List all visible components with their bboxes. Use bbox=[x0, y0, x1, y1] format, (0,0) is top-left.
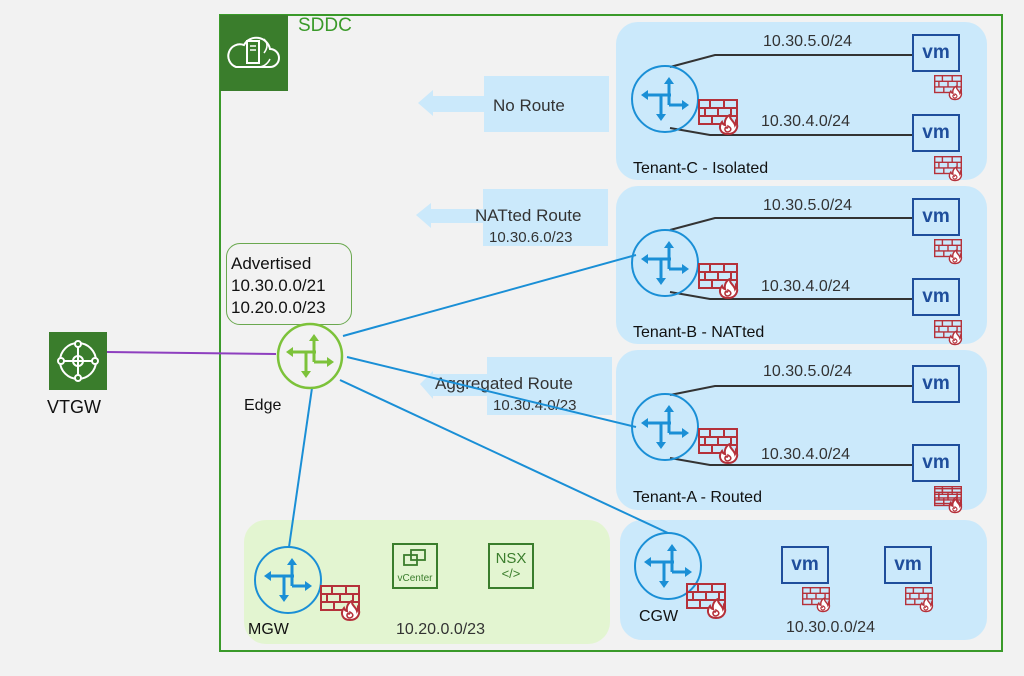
tenant-c-segment: 10.30.4.0/24 bbox=[761, 113, 850, 130]
firewall-icon bbox=[686, 583, 727, 620]
vcenter-icon: vCenter bbox=[397, 549, 433, 584]
tenant-a-segment: 10.30.4.0/24 bbox=[761, 446, 850, 463]
advertised-route: 10.30.0.0/21 bbox=[231, 276, 326, 295]
vm-node[interactable]: vm bbox=[912, 114, 960, 152]
tenant-c-seg-2 bbox=[669, 127, 912, 136]
tenant-a-seg-2 bbox=[669, 457, 912, 466]
vm-node[interactable]: vm bbox=[912, 365, 960, 403]
vm-firewall-icon bbox=[934, 320, 963, 346]
nsx-node[interactable]: NSX </> bbox=[488, 543, 534, 589]
code-icon: </> bbox=[501, 566, 521, 581]
firewall-icon bbox=[698, 99, 739, 136]
firewall-icon bbox=[698, 263, 739, 300]
edge-mgw-link bbox=[288, 387, 313, 548]
natted-route-arrow bbox=[416, 189, 608, 246]
vtgw-edge-link bbox=[106, 351, 277, 355]
tenant-b-zone bbox=[616, 186, 987, 344]
edge-router-icon[interactable] bbox=[276, 322, 346, 392]
advertised-route: 10.20.0.0/23 bbox=[231, 298, 326, 317]
mgw-cidr: 10.20.0.0/23 bbox=[396, 621, 485, 638]
tenant-a-router-icon[interactable] bbox=[631, 393, 701, 463]
cgw-router-icon[interactable] bbox=[634, 532, 704, 602]
tenant-a-zone bbox=[616, 350, 987, 510]
transit-gateway-icon bbox=[57, 340, 99, 382]
no-route-label: No Route bbox=[493, 96, 565, 115]
vm-node[interactable]: vm bbox=[884, 546, 932, 584]
mgw-label: MGW bbox=[248, 621, 289, 638]
vm-node[interactable]: vm bbox=[912, 34, 960, 72]
natted-route-cidr: 10.30.6.0/23 bbox=[489, 229, 573, 246]
tenant-b-seg-1 bbox=[669, 217, 912, 231]
tenant-c-segment: 10.30.5.0/24 bbox=[763, 33, 852, 50]
sddc-boundary bbox=[219, 14, 1003, 652]
tenant-b-segment: 10.30.4.0/24 bbox=[761, 278, 850, 295]
tenant-b-label: Tenant-B - NATted bbox=[633, 324, 765, 341]
vm-firewall-icon bbox=[934, 156, 963, 182]
tenant-c-seg-1 bbox=[669, 54, 912, 68]
edge-label: Edge bbox=[244, 397, 282, 414]
vtgw-label: VTGW bbox=[47, 397, 101, 417]
tenant-c-label: Tenant-C - Isolated bbox=[633, 160, 769, 177]
tenant-b-router-icon[interactable] bbox=[631, 229, 701, 299]
tenant-a-label: Tenant-A - Routed bbox=[633, 489, 762, 506]
tenant-b-seg-2 bbox=[669, 291, 912, 300]
svg-text:vCenter: vCenter bbox=[397, 573, 433, 584]
vm-firewall-icon bbox=[934, 488, 963, 514]
advertised-routes-box bbox=[226, 243, 352, 325]
advertised-title: Advertised bbox=[231, 254, 312, 273]
vm-firewall-icon bbox=[905, 587, 934, 613]
sddc-badge bbox=[220, 15, 288, 91]
vtgw-node[interactable] bbox=[49, 332, 107, 390]
edge-tenant-a-link bbox=[346, 356, 637, 428]
vm-node[interactable]: vm bbox=[912, 278, 960, 316]
mgw-router-icon[interactable] bbox=[254, 546, 324, 616]
tenant-a-segment: 10.30.5.0/24 bbox=[763, 363, 852, 380]
no-route-arrow bbox=[418, 76, 609, 132]
firewall-icon bbox=[698, 428, 739, 465]
cgw-cidr: 10.30.0.0/24 bbox=[786, 619, 875, 636]
vm-firewall-icon bbox=[802, 587, 831, 613]
edge-cgw-link bbox=[339, 379, 669, 534]
cgw-zone bbox=[620, 520, 987, 640]
vm-node[interactable]: vm bbox=[781, 546, 829, 584]
vcenter-node[interactable]: vCenter bbox=[392, 543, 438, 589]
natted-route-label: NATted Route bbox=[475, 206, 582, 225]
nsx-label: NSX bbox=[495, 550, 527, 567]
tenant-a-seg-1 bbox=[669, 385, 912, 396]
aggregated-route-label: Aggregated Route bbox=[435, 374, 573, 393]
vm-node[interactable]: vm bbox=[912, 198, 960, 236]
aggregated-route-cidr: 10.30.4.0/23 bbox=[493, 397, 577, 414]
vm-firewall-icon bbox=[934, 239, 963, 265]
tenant-c-router-icon[interactable] bbox=[631, 65, 701, 135]
vm-node[interactable]: vm bbox=[912, 444, 960, 482]
firewall-icon bbox=[320, 585, 361, 622]
edge-tenant-b-link bbox=[342, 254, 637, 337]
cloud-server-icon bbox=[227, 36, 280, 68]
sddc-label: SDDC bbox=[298, 15, 352, 36]
cgw-label: CGW bbox=[639, 608, 679, 625]
vm-firewall-icon bbox=[934, 75, 963, 101]
tenant-c-zone bbox=[616, 22, 987, 180]
tenant-b-segment: 10.30.5.0/24 bbox=[763, 197, 852, 214]
